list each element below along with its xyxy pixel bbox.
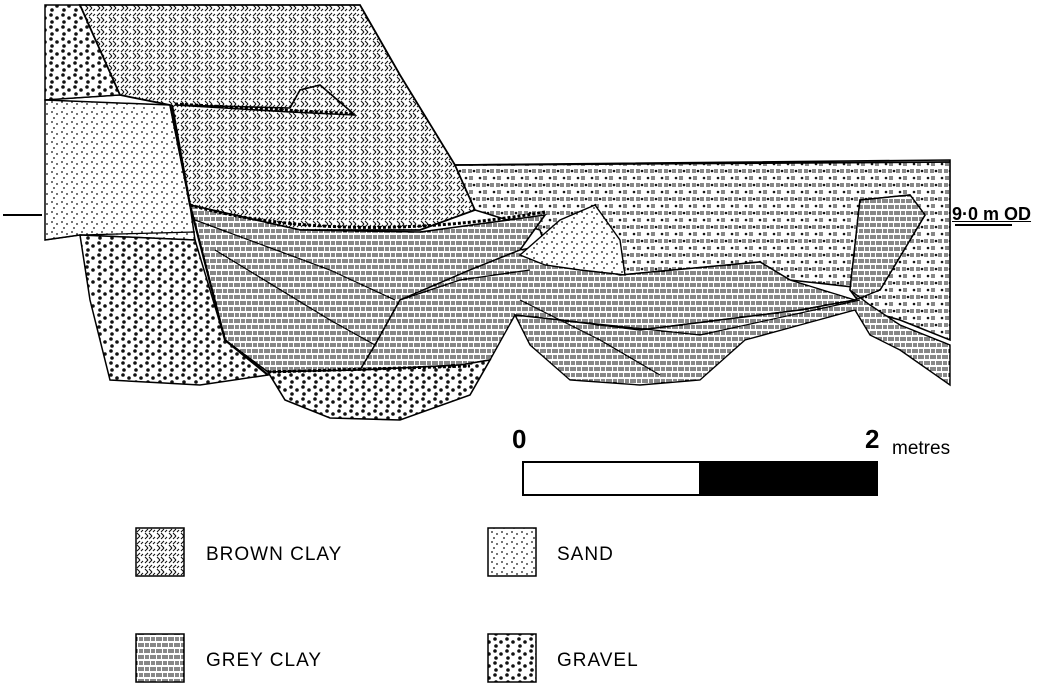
legend-label-brown-clay: BROWN CLAY [206, 544, 342, 566]
scale-bar [523, 462, 877, 495]
legend-label-sand: SAND [557, 544, 614, 566]
scale-unit-label: metres [892, 438, 950, 460]
legend-swatch-sand [488, 528, 536, 576]
datum-label: 9·0 m OD [952, 204, 1031, 225]
scale-bar-black-segment [700, 462, 877, 495]
legend-swatch-gravel [488, 634, 536, 682]
legend-label-grey-clay: GREY CLAY [206, 650, 322, 672]
scale-bar-white-segment [523, 462, 700, 495]
legend-label-gravel: GRAVEL [557, 650, 639, 672]
section-drawing [45, 5, 950, 420]
scale-end-label: 2 [865, 424, 879, 455]
legend-swatch-brown-clay [136, 528, 184, 576]
scale-start-label: 0 [512, 424, 526, 455]
legend-swatch-grey-clay [136, 634, 184, 682]
